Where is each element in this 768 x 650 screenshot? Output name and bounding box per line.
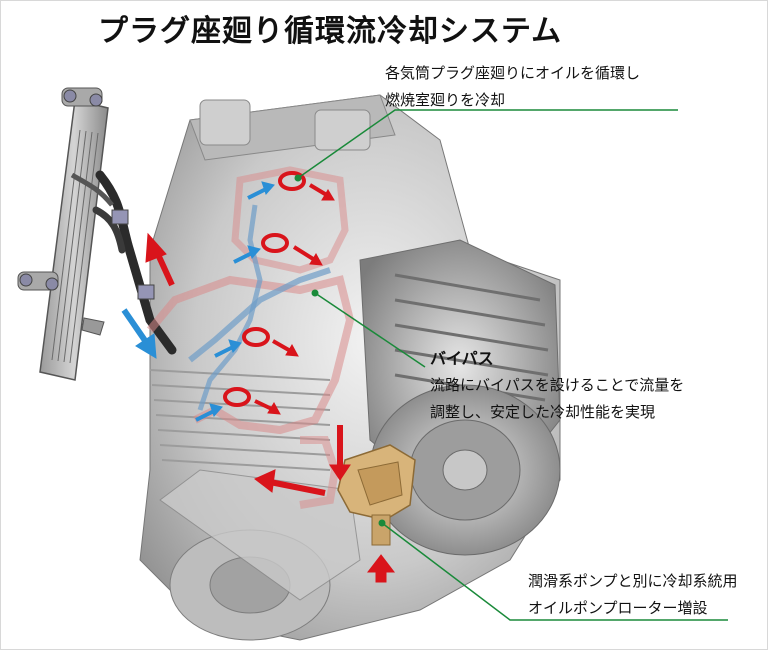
leader-dot-plug-seat <box>294 174 302 182</box>
leader-dot-pump <box>378 519 386 527</box>
callout-plug-seat-line1: 各気筒プラグ座廻りにオイルを循環し <box>385 64 641 82</box>
plug-seat-rings <box>223 171 306 407</box>
callout-bypass-line2: 調整し、安定した冷却性能を実現 <box>430 403 656 421</box>
callout-plug-seat-line2: 燃焼室廻りを冷却 <box>385 91 506 109</box>
callout-pump-line1: 潤滑系ポンプと別に冷却系統用 <box>528 572 738 590</box>
callout-plug-seat: 各気筒プラグ座廻りにオイルを循環し 燃焼室廻りを冷却 <box>385 60 640 114</box>
page-title: プラグ座廻り循環流冷却システム <box>98 14 563 49</box>
engine-block <box>139 94 561 641</box>
oil-passages <box>146 166 355 509</box>
oil-cooler <box>17 87 109 381</box>
hot-oil-arrows <box>145 183 396 583</box>
callout-pump-line2: オイルポンプローター増設 <box>528 599 708 617</box>
cool-oil-arrows <box>121 181 275 422</box>
oil-pump <box>337 444 416 546</box>
callout-pump: 潤滑系ポンプと別に冷却系統用 オイルポンプローター増設 <box>528 568 738 622</box>
oil-hoses <box>70 170 177 355</box>
leader-line-bypass <box>314 292 426 368</box>
callout-leader-lines <box>297 109 728 621</box>
leader-dot-bypass <box>311 289 319 297</box>
leader-line-plug-seat <box>297 109 678 179</box>
leader-line-pump <box>381 522 728 621</box>
callout-bypass-line1: 流路にバイパスを設けることで流量を <box>430 376 685 394</box>
callout-bypass: バイパス 流路にバイパスを設けることで流量を 調整し、安定した冷却性能を実現 <box>430 345 684 426</box>
callout-bypass-heading: バイパス <box>430 349 494 368</box>
